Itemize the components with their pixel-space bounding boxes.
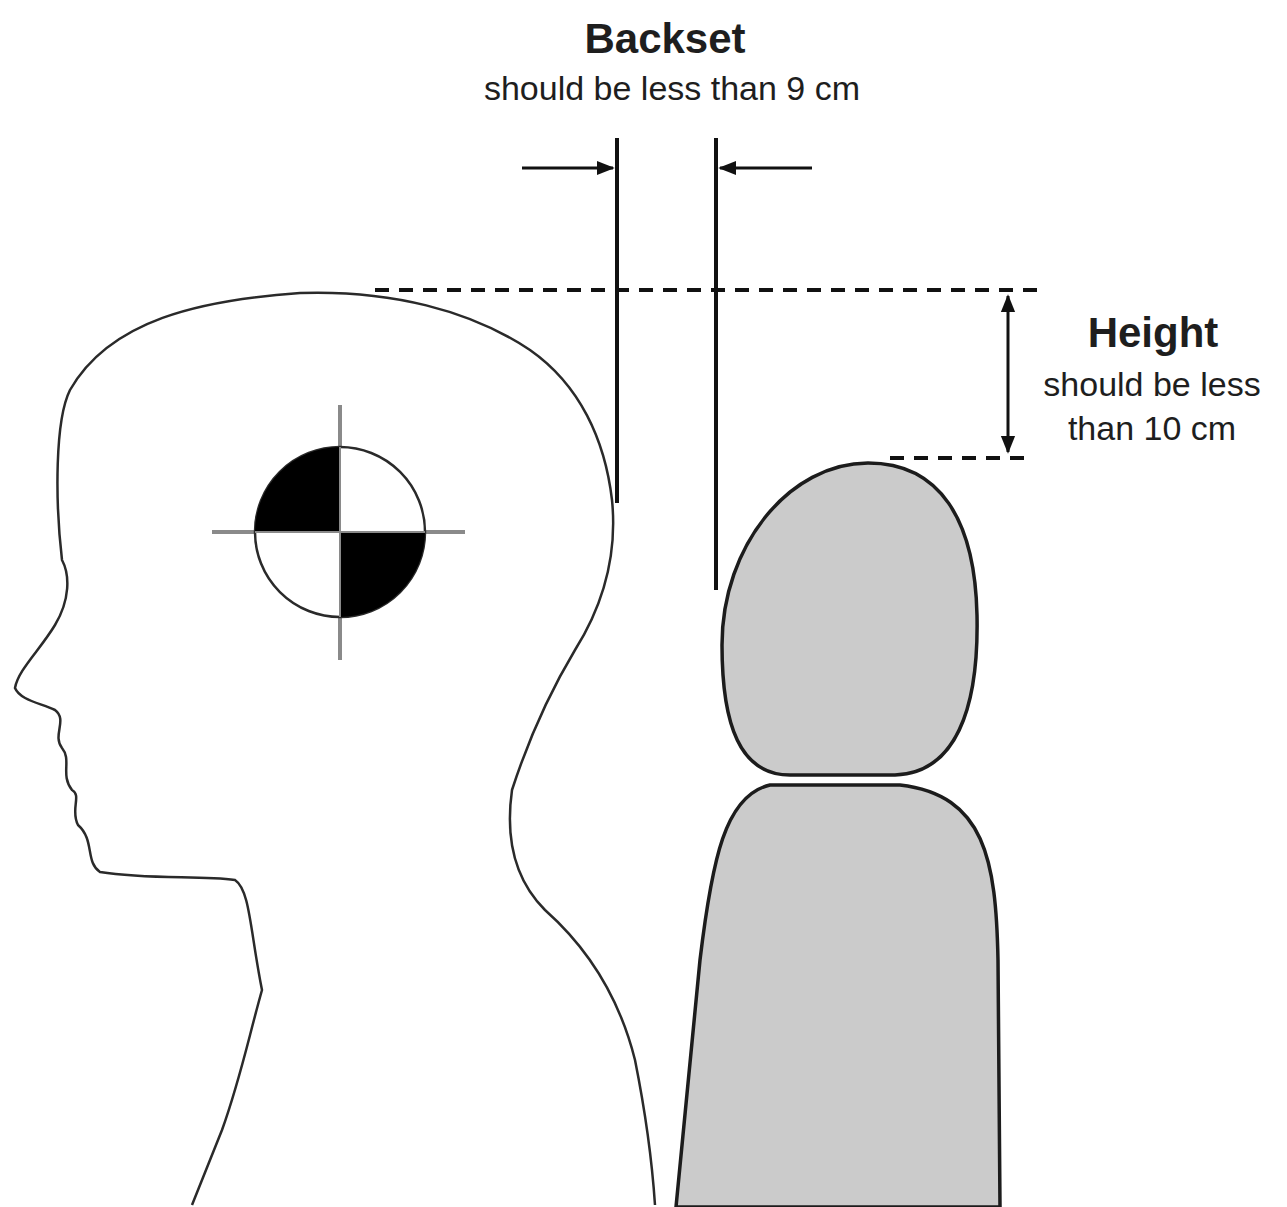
dimension-note: should be less than 10 cm xyxy=(1034,362,1270,450)
dimension-title: Backset xyxy=(505,12,825,67)
label-holder: Height xyxy=(1043,306,1263,361)
dimension-note: should be less than 9 cm xyxy=(392,66,952,110)
head-restraint xyxy=(722,463,977,775)
label-holder: should be less than 10 cm xyxy=(1034,362,1270,450)
label-holder: Backset xyxy=(505,12,825,67)
dimension-title: Height xyxy=(1043,306,1263,361)
label-holder: should be less than 9 cm xyxy=(392,66,952,110)
backset-dimension xyxy=(522,138,812,590)
target-symbol xyxy=(212,405,465,660)
head-outline xyxy=(15,293,655,1205)
seat-back xyxy=(676,785,1000,1207)
height-dimension xyxy=(375,290,1040,458)
